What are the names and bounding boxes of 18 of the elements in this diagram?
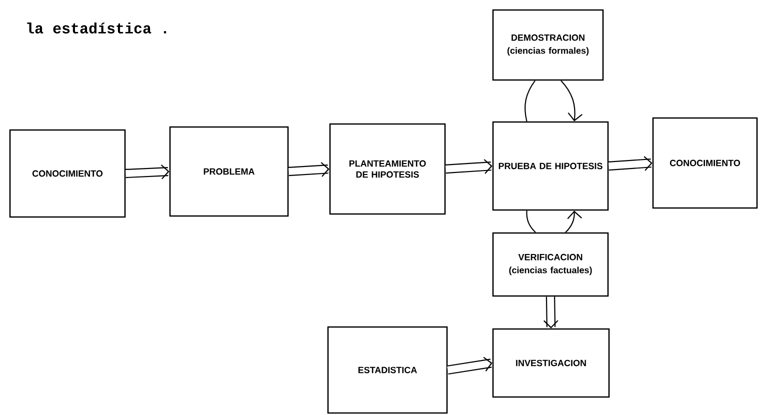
process-box: PROBLEMA [169, 126, 289, 217]
arrow [560, 80, 582, 122]
process-box: CONOCIMIENTO [652, 117, 758, 209]
arrow [446, 356, 492, 375]
process-box: ESTADISTICA [327, 326, 448, 414]
process-box: DEMOSTRACION (ciencias formales) [492, 9, 604, 81]
heading-text: la estadística . [27, 22, 166, 34]
arrow [544, 296, 558, 328]
arrow [288, 162, 330, 177]
process-box: INVESTIGACION [492, 328, 610, 398]
process-box: CONOCIMIENTO [9, 129, 126, 218]
arrow [608, 156, 652, 171]
process-box: PRUEBA DE HIPOTESIS [492, 121, 609, 211]
arrow [125, 164, 170, 180]
process-box: PLANTEAMIENTO DE HIPOTESIS [329, 123, 446, 215]
arrow [445, 159, 492, 174]
arrow [565, 210, 582, 233]
process-box: VERIFICACION (ciencias factuales) [492, 232, 609, 297]
